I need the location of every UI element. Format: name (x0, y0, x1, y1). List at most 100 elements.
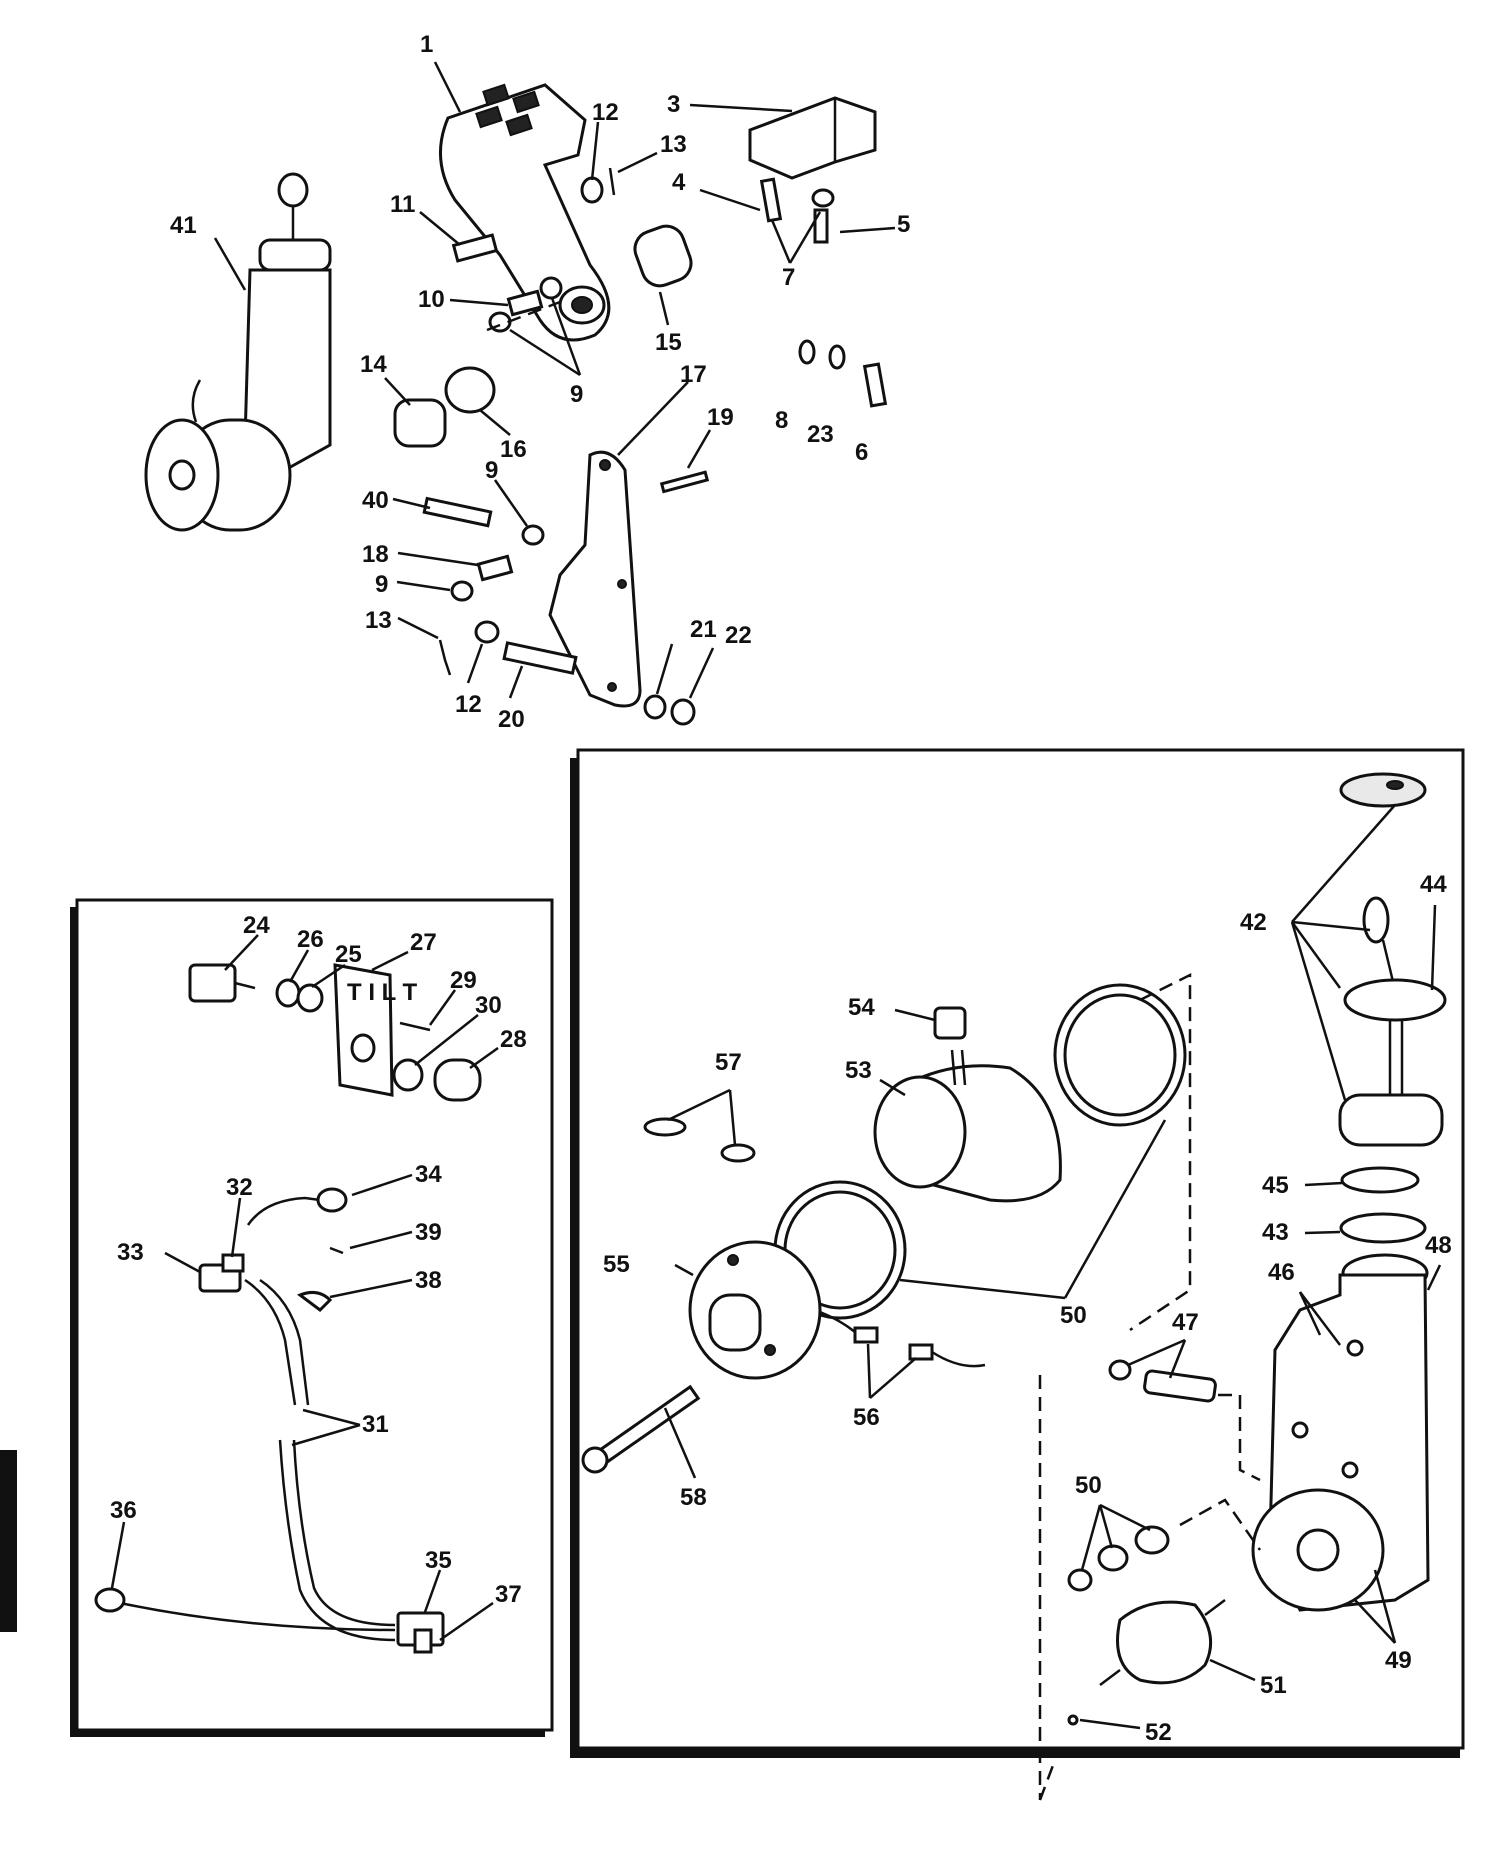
nut-30 (392, 1058, 424, 1092)
callout-16: 16 (500, 436, 527, 463)
clip-38 (296, 1290, 333, 1312)
screw-40 (422, 496, 493, 528)
brush-56a (853, 1326, 879, 1344)
callout-49: 49 (1385, 1647, 1412, 1674)
switch-47 (1143, 1369, 1217, 1403)
washer-50c (1134, 1525, 1170, 1555)
callout-9: 9 (375, 571, 388, 598)
brush-56b (908, 1343, 934, 1361)
washer-12 (580, 176, 604, 204)
clip-47 (1108, 1359, 1132, 1381)
callout-52: 52 (1145, 1719, 1172, 1746)
callout-42: 42 (1240, 909, 1267, 936)
bolt-6 (862, 362, 888, 408)
lower-hardware-group (422, 470, 710, 726)
upper-bracket-part (438, 83, 611, 342)
callout-26: 26 (297, 926, 324, 953)
washer-8 (798, 339, 816, 365)
nut-26 (275, 978, 301, 1008)
callout-9: 9 (570, 381, 583, 408)
callout-47: 47 (1172, 1309, 1199, 1336)
callout-10: 10 (418, 286, 445, 313)
washer-9c (521, 524, 545, 546)
callout-50: 50 (1060, 1302, 1087, 1329)
cylinder-parts-group (1338, 772, 1447, 1244)
callout-11: 11 (390, 191, 415, 218)
pin-13b (438, 639, 452, 676)
callout-33: 33 (117, 1239, 144, 1266)
ring-16 (444, 366, 496, 414)
callout-48: 48 (1425, 1232, 1452, 1259)
callout-18: 18 (362, 541, 389, 568)
callout-32: 32 (226, 1174, 253, 1201)
nut-22 (670, 698, 696, 726)
switch-plate-decal: T I L T (347, 979, 418, 1006)
motor-components-group (581, 983, 1226, 1726)
callout-13: 13 (365, 607, 392, 634)
brush-spring-57b (720, 1143, 756, 1163)
callout-39: 39 (415, 1219, 442, 1246)
pin-13 (608, 167, 616, 196)
armature-51 (1116, 1600, 1213, 1685)
screw-5 (813, 208, 829, 244)
lower-bracket-part (548, 450, 642, 708)
ball-52 (1067, 1714, 1079, 1726)
callout-1: 1 (420, 31, 433, 58)
callout-40: 40 (362, 487, 389, 514)
callout-5: 5 (897, 211, 910, 238)
boot-28 (433, 1058, 482, 1102)
o-ring-43 (1339, 1212, 1427, 1244)
callout-7: 7 (782, 264, 795, 291)
callout-43: 43 (1262, 1219, 1289, 1246)
callout-38: 38 (415, 1267, 442, 1294)
top-leader-lines (213, 61, 896, 699)
assembly-dashed-lines (1038, 972, 1262, 1801)
switch-parts-group: T I L T (188, 963, 482, 1102)
brush-spring-57a (643, 1117, 687, 1137)
callout-54: 54 (848, 994, 875, 1021)
callout-36: 36 (110, 1497, 137, 1524)
seal-44 (1343, 978, 1447, 1022)
callout-21: 21 (690, 616, 717, 643)
callout-31: 31 (362, 1411, 389, 1438)
toggle-switch-24 (188, 963, 237, 1003)
washer-21 (643, 694, 667, 720)
o-ring-45 (1340, 1166, 1420, 1194)
callout-12: 12 (592, 99, 619, 126)
callout-25: 25 (335, 941, 362, 968)
wiring-harness-panel (70, 898, 554, 1737)
washer-9a (539, 276, 563, 300)
tilt-motor-part (144, 172, 332, 532)
washer-23 (828, 344, 846, 370)
callout-30: 30 (475, 992, 502, 1019)
ground-wire-34 (246, 1196, 321, 1226)
callout-3: 3 (667, 91, 680, 118)
callout-57: 57 (715, 1049, 742, 1076)
washer-50a (1067, 1568, 1093, 1592)
callout-37: 37 (495, 1581, 522, 1608)
right-panel-leader-lines (663, 804, 1442, 1730)
callout-44: 44 (1420, 871, 1447, 898)
callout-4: 4 (672, 169, 686, 196)
callout-6: 6 (855, 439, 868, 466)
callout-19: 19 (707, 404, 734, 431)
left-panel-leader-lines (110, 934, 499, 1642)
washer-25 (296, 983, 324, 1013)
plug-54 (933, 1006, 967, 1040)
callout-labels: 1 3 12 13 4 5 7 41 11 10 15 9 14 16 17 8… (110, 31, 1452, 1746)
bushing-10 (506, 289, 544, 317)
callout-14: 14 (360, 351, 387, 378)
callout-9: 9 (485, 457, 498, 484)
callout-45: 45 (1262, 1172, 1289, 1199)
callout-55: 55 (603, 1251, 630, 1278)
callout-50: 50 (1075, 1472, 1102, 1499)
callout-41: 41 (170, 212, 197, 239)
washer-9d (450, 580, 474, 602)
callout-8: 8 (775, 407, 788, 434)
bushing-15 (633, 224, 693, 288)
pin-11 (451, 233, 499, 263)
callout-20: 20 (498, 706, 525, 733)
callout-17: 17 (680, 361, 707, 388)
cap-42 (1339, 772, 1427, 808)
callout-58: 58 (680, 1484, 707, 1511)
